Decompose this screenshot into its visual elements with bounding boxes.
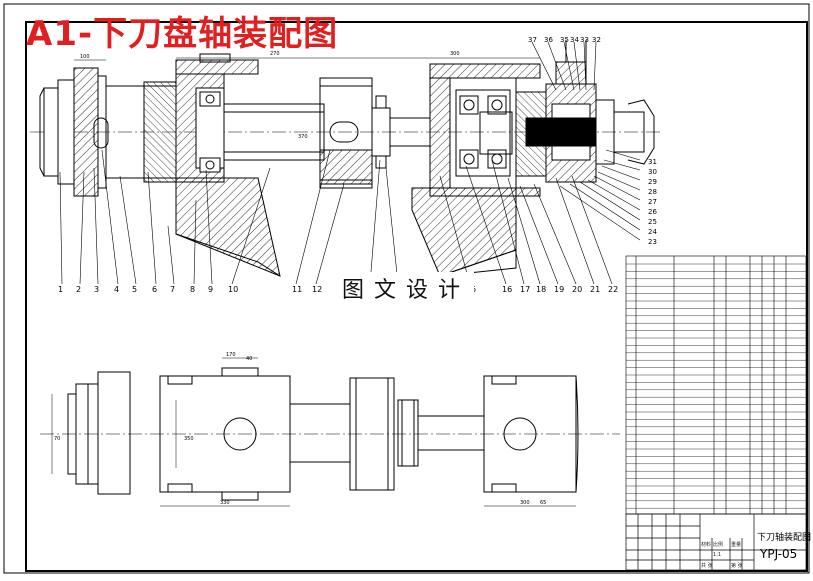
title-block-label-sheets: 共 张 xyxy=(701,563,713,569)
balloon-10: 10 xyxy=(228,285,238,294)
balloon-1: 1 xyxy=(58,285,63,294)
drawing-title: A1-下刀盘轴装配图 xyxy=(26,14,339,54)
dimension-300: 300 xyxy=(520,500,530,506)
balloon-36: 36 xyxy=(544,36,553,44)
parts-list-rows xyxy=(626,263,806,509)
top-dimension-lines xyxy=(74,57,540,61)
balloon-12: 12 xyxy=(312,285,322,294)
dimension-70: 70 xyxy=(54,436,60,442)
balloon-4: 4 xyxy=(114,285,119,294)
balloon-31: 31 xyxy=(648,158,657,166)
balloon-6: 6 xyxy=(152,285,157,294)
balloon-33: 33 xyxy=(580,36,589,44)
dimension-270: 270 xyxy=(270,51,280,57)
title-block-label-sheet-no: 第 张 xyxy=(731,563,743,569)
external-view xyxy=(40,367,620,501)
title-block-scale-value: 1:1 xyxy=(713,552,722,558)
balloon-11: 11 xyxy=(292,285,302,294)
balloon-17: 17 xyxy=(520,285,530,294)
balloon-29: 29 xyxy=(648,178,657,186)
section-view xyxy=(30,40,660,277)
bottom-dimension-lines xyxy=(51,357,576,507)
dimension-370: 370 xyxy=(298,134,308,140)
title-block-label-scale: 比例 xyxy=(713,542,724,548)
outer-border xyxy=(3,3,810,574)
dimension-100: 100 xyxy=(80,54,90,60)
balloon-18: 18 xyxy=(536,285,546,294)
title-block-label-weight: 重量 xyxy=(731,542,742,548)
leader-lines xyxy=(59,41,641,285)
balloon-27: 27 xyxy=(648,198,657,206)
watermark-text: 图文设计 xyxy=(338,272,475,304)
balloon-21: 21 xyxy=(590,285,600,294)
balloon-2: 2 xyxy=(76,285,81,294)
balloon-7: 7 xyxy=(170,285,175,294)
right-balloon-labels: 31 30 29 28 27 26 25 24 23 xyxy=(648,158,657,246)
balloon-20: 20 xyxy=(572,285,582,294)
dimension-300: 300 xyxy=(450,51,460,57)
inner-border xyxy=(25,21,808,572)
balloon-22: 22 xyxy=(608,285,618,294)
bottom-balloon-labels: 12345678910111213141516171819202122 xyxy=(58,285,618,294)
balloon-5: 5 xyxy=(132,285,137,294)
title-block-label-material: 材料 xyxy=(701,542,712,548)
balloon-3: 3 xyxy=(94,285,99,294)
balloon-19: 19 xyxy=(554,285,564,294)
balloon-34: 34 xyxy=(570,36,579,44)
balloon-24: 24 xyxy=(648,228,657,236)
balloon-23: 23 xyxy=(648,238,657,246)
balloon-35: 35 xyxy=(560,36,569,44)
title-block-drawing-name: 下刀轴装配图 xyxy=(757,533,812,543)
title-block-drawing-code: YPJ-05 xyxy=(760,547,798,561)
dimension-40: 40 xyxy=(246,356,252,362)
balloon-16: 16 xyxy=(502,285,512,294)
dimension-65: 65 xyxy=(540,500,546,506)
title-block xyxy=(625,513,807,571)
balloon-9: 9 xyxy=(208,285,213,294)
parts-list xyxy=(625,255,807,515)
dimension-330: 330 xyxy=(220,500,230,506)
balloon-26: 26 xyxy=(648,208,657,216)
balloon-8: 8 xyxy=(190,285,195,294)
balloon-30: 30 xyxy=(648,168,657,176)
dimension-350: 350 xyxy=(184,436,194,442)
balloon-32: 32 xyxy=(592,36,601,44)
dimension-170: 170 xyxy=(226,352,236,358)
balloon-37: 37 xyxy=(528,36,537,44)
balloon-25: 25 xyxy=(648,218,657,226)
balloon-28: 28 xyxy=(648,188,657,196)
